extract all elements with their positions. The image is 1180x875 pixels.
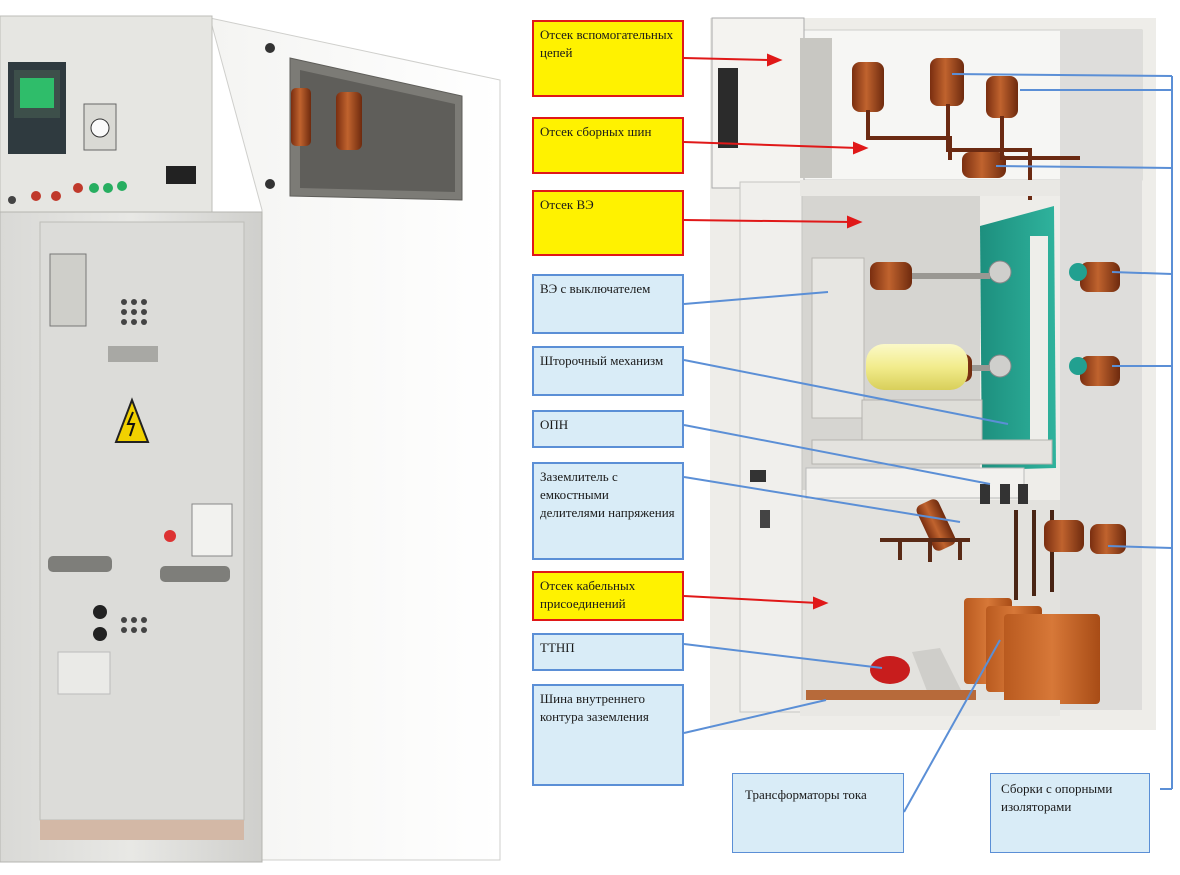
label-opn: ОПН	[532, 410, 684, 448]
callout-lines	[683, 53, 1173, 813]
blue-callout-lines	[683, 73, 1173, 813]
red-callout-lines	[683, 57, 859, 604]
label-ve-with-breaker: ВЭ с выключателем	[532, 274, 684, 334]
label-earthing-switch: Заземлитель с емкостными делителями напр…	[532, 462, 684, 560]
label-ttnp: ТТНП	[532, 633, 684, 671]
red-arrowheads	[767, 53, 869, 610]
cutaway-cabinet-illustration	[710, 17, 1156, 730]
label-earthing-bus: Шина внутреннего контура заземления	[532, 684, 684, 786]
label-current-transformers: Трансформаторы тока	[732, 773, 904, 853]
label-insulator-assemblies: Сборки с опорными изоляторами	[990, 773, 1150, 853]
left-cabinet-illustration	[0, 15, 501, 863]
label-cable-compartment: Отсек кабельных присоединений	[532, 571, 684, 621]
label-aux-compartment: Отсек вспомогательных цепей	[532, 20, 684, 97]
label-shutter-mechanism: Шторочный механизм	[532, 346, 684, 396]
label-ve-compartment: Отсек ВЭ	[532, 190, 684, 256]
label-busbar-compartment: Отсек сборных шин	[532, 117, 684, 174]
